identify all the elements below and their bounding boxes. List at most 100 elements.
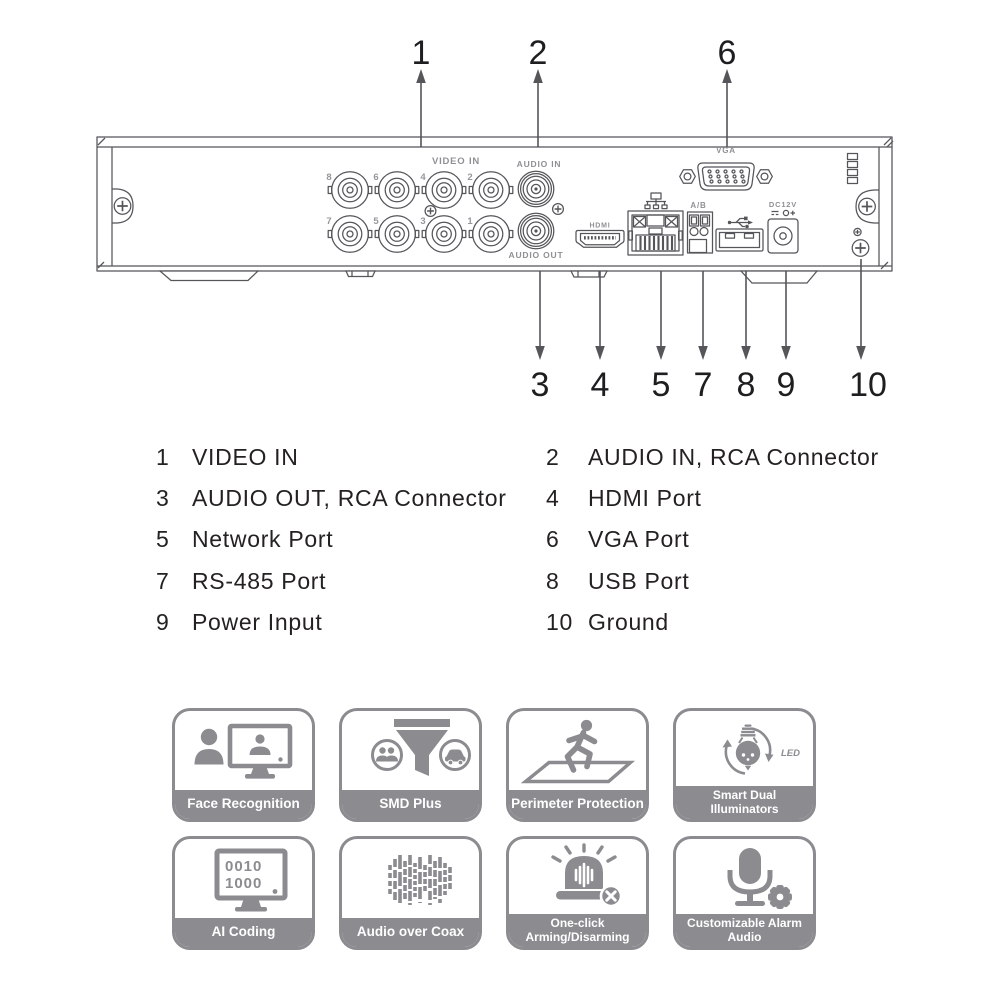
legend-label: USB Port [588, 568, 690, 594]
svg-text:1: 1 [467, 216, 473, 227]
svg-text:9: 9 [777, 366, 796, 404]
svg-text:8: 8 [326, 172, 331, 183]
usb-icon [727, 216, 753, 229]
feature-label: SMD Plus [342, 790, 479, 819]
legend-row: 8 USB Port [546, 568, 689, 595]
svg-text:0010: 0010 [225, 858, 262, 875]
legend-label: AUDIO OUT, RCA Connector [192, 485, 507, 511]
legend-row: 5 Network Port [156, 526, 333, 553]
bnc-connector-icon [374, 171, 420, 209]
feature-tile-face-recognition: Face Recognition [172, 708, 315, 822]
video-in-bnc-group: VIDEO IN 8 6 4 2 7 5 3 1 [326, 156, 514, 253]
svg-text:2: 2 [529, 34, 548, 72]
bnc-connector-icon [421, 171, 467, 209]
callout-4: 4 [591, 271, 610, 404]
legend-row: 1 VIDEO IN [156, 444, 299, 471]
svg-text:5: 5 [652, 366, 671, 404]
bnc-connector-icon [327, 171, 373, 209]
feature-tile-perimeter-protection: Perimeter Protection [506, 708, 649, 822]
svg-text:1: 1 [412, 34, 431, 72]
svg-text:8: 8 [737, 366, 756, 404]
callout-8: 8 [737, 271, 756, 404]
legend-number: 4 [546, 485, 560, 511]
legend-label: Power Input [192, 609, 323, 635]
legend-row: 7 RS-485 Port [156, 568, 326, 595]
ground-icon [851, 227, 870, 258]
ai-coding-icon: 0010 1000 [175, 839, 312, 918]
callout-5: 5 [652, 271, 671, 404]
rs485-terminal-icon: A/B [686, 201, 714, 254]
svg-text:6: 6 [373, 172, 378, 183]
feature-label: Perimeter Protection [509, 790, 646, 819]
vga-port-icon: VGA [679, 146, 773, 191]
audio-rca-group: AUDIO IN AUDIO OUT [509, 159, 565, 260]
rear-panel-diagram: 1 2 6 [96, 34, 894, 404]
rca-connector-icon [517, 212, 555, 250]
svg-text:LED: LED [781, 748, 800, 759]
bnc-connector-icon [468, 215, 514, 253]
svg-text:A/B: A/B [690, 201, 706, 210]
legend-label: VIDEO IN [192, 444, 299, 470]
svg-text:4: 4 [591, 366, 610, 404]
chassis-foot-left [158, 270, 260, 282]
feature-label: Audio over Coax [342, 918, 479, 947]
legend-number: 8 [546, 568, 560, 594]
smd-plus-icon [342, 711, 479, 790]
chassis-foot-right [739, 270, 819, 284]
audio-out-label: AUDIO OUT [509, 250, 564, 260]
svg-text:3: 3 [531, 366, 550, 404]
callout-2: 2 [529, 34, 548, 147]
bnc-connector-icon [374, 215, 420, 253]
perimeter-protection-icon [509, 711, 646, 790]
svg-text:VGA: VGA [716, 146, 736, 155]
ethernet-port-icon [627, 192, 684, 256]
callout-9: 9 [777, 271, 796, 404]
audio-over-coax-icon [342, 839, 479, 918]
legend-row: 4 HDMI Port [546, 485, 702, 512]
legend-row: 2 AUDIO IN, RCA Connector [546, 444, 879, 471]
feature-tile-audio-over-coax: Audio over Coax [339, 836, 482, 950]
legend-label: Ground [588, 609, 669, 635]
feature-label: Face Recognition [175, 790, 312, 819]
svg-text:DC12V: DC12V [769, 200, 797, 209]
legend-number: 5 [156, 526, 170, 552]
legend-label: HDMI Port [588, 485, 702, 511]
audio-in-label: AUDIO IN [517, 159, 562, 169]
svg-text:HDMI: HDMI [589, 223, 610, 230]
legend-label: RS-485 Port [192, 568, 327, 594]
legend-label: AUDIO IN, RCA Connector [588, 444, 879, 470]
legend-number: 7 [156, 568, 170, 594]
legend-label: VGA Port [588, 526, 690, 552]
feature-tile-ai-coding: 0010 1000 AI Coding [172, 836, 315, 950]
video-in-label: VIDEO IN [432, 156, 480, 167]
svg-text:7: 7 [694, 366, 713, 404]
callout-10: 10 [849, 259, 887, 404]
legend-number: 10 [546, 609, 573, 635]
rca-connector-icon [517, 170, 555, 208]
customizable-alarm-audio-icon [676, 839, 813, 914]
svg-text:4: 4 [420, 172, 426, 183]
svg-text:5: 5 [373, 216, 379, 227]
svg-text:2: 2 [467, 172, 472, 183]
callout-1: 1 [412, 34, 431, 147]
bnc-connector-icon [327, 215, 373, 253]
legend-row: 10 Ground [546, 609, 669, 636]
legend-number: 1 [156, 444, 170, 470]
bnc-connector-icon [468, 171, 514, 209]
face-recognition-icon [175, 711, 312, 790]
svg-text:7: 7 [326, 216, 331, 227]
legend-label: Network Port [192, 526, 334, 552]
bnc-connector-icon [421, 215, 467, 253]
callout-3: 3 [531, 271, 550, 404]
legend-number: 2 [546, 444, 560, 470]
one-click-arming-disarming-icon [509, 839, 646, 914]
